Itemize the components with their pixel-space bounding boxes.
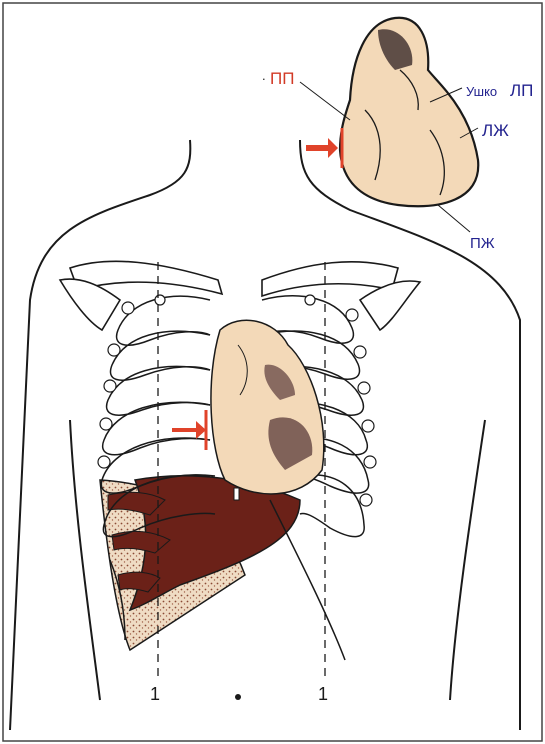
clavicles: [60, 261, 420, 330]
label-lp: ЛП: [510, 81, 533, 100]
label-ushko: Ушко: [466, 84, 497, 99]
label-line-right: 1: [318, 684, 328, 704]
pp-dot: .: [262, 68, 266, 83]
label-line-left: 1: [150, 684, 160, 704]
inset-arrow: [306, 128, 342, 168]
navel: [235, 694, 241, 700]
label-pp: ПП: [270, 69, 294, 88]
chest-arrow: [172, 410, 206, 450]
label-lzh: ЛЖ: [482, 121, 509, 140]
heart-in-chest: [211, 320, 324, 494]
inset-heart: [340, 18, 478, 206]
label-pzh: ПЖ: [470, 235, 495, 252]
